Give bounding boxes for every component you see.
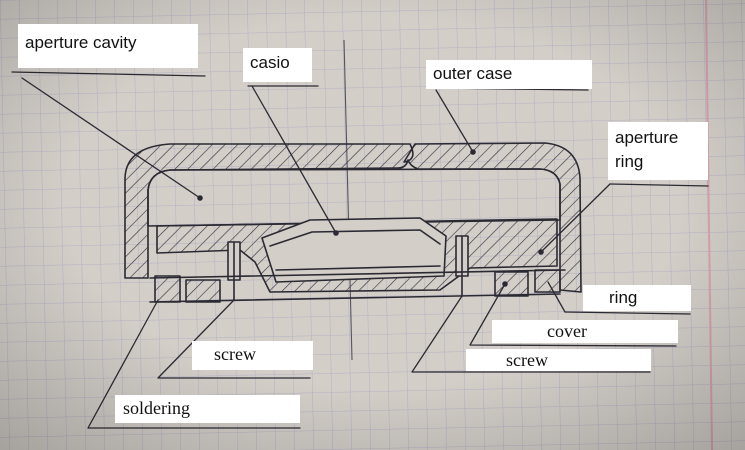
label-screw-right: screw	[466, 349, 651, 371]
label-screw-left: screw	[192, 341, 313, 370]
label-casio: casio	[243, 48, 312, 82]
label-aperture-ring: aperture ring	[608, 122, 708, 180]
label-aperture-cavity: aperture cavity	[18, 24, 198, 68]
label-ring: ring	[583, 285, 691, 311]
label-cover: cover	[492, 320, 678, 343]
label-soldering: soldering	[115, 395, 300, 423]
label-outer-case: outer case	[426, 60, 592, 89]
